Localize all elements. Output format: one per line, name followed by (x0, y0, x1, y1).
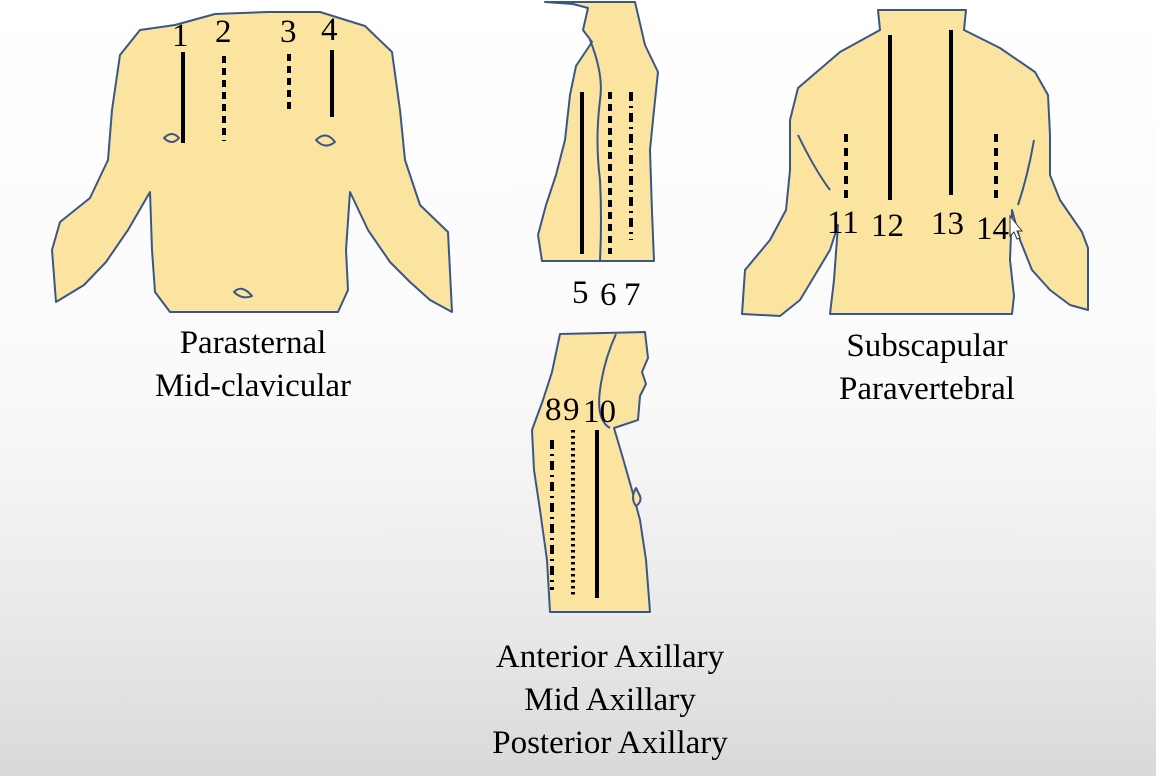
caption-subscapular: Subscapular (846, 328, 1008, 364)
back-right-arm-contour (1017, 139, 1035, 206)
label-4: 4 (321, 12, 338, 48)
label-11: 11 (827, 205, 859, 241)
label-9: 9 (563, 392, 580, 428)
label-6: 6 (600, 277, 617, 313)
side-left-outline (531, 331, 651, 613)
caption-posterior-axillary: Posterior Axillary (492, 725, 728, 761)
caption-mid-axillary: Mid Axillary (524, 682, 696, 718)
label-14: 14 (976, 211, 1009, 247)
back-left-arm-contour (797, 134, 831, 191)
label-3: 3 (280, 14, 297, 50)
side-caption: Anterior Axillary Mid Axillary Posterior… (460, 636, 760, 765)
label-12: 12 (871, 208, 904, 244)
back-caption: Subscapular Paravertebral (812, 325, 1042, 411)
side-view-left: 8 9 10 (531, 331, 651, 613)
label-7: 7 (624, 277, 641, 313)
caption-anterior-axillary: Anterior Axillary (495, 639, 725, 675)
label-2: 2 (215, 14, 232, 50)
caption-mid-clavicular: Mid-clavicular (154, 368, 352, 404)
back-torso: 11 12 13 14 (741, 9, 1089, 317)
label-8: 8 (545, 392, 562, 428)
back-torso-outline (741, 9, 1089, 317)
mouse-cursor-icon (1009, 214, 1024, 240)
label-1: 1 (172, 18, 189, 54)
front-caption: Parasternal Mid-clavicular (128, 322, 378, 408)
side-left-front-contour (598, 333, 617, 429)
side-right-back-contour (589, 39, 602, 261)
label-5: 5 (572, 275, 589, 311)
label-10: 10 (583, 394, 616, 430)
side-view-right: 5 6 7 (537, 1, 659, 313)
side-left-nipple (632, 487, 642, 507)
left-nipple (163, 133, 180, 143)
front-torso-outline (51, 11, 453, 313)
right-nipple (315, 134, 336, 147)
caption-paravertebral: Paravertebral (839, 371, 1015, 407)
navel (233, 287, 253, 299)
front-torso: 1 2 3 4 (51, 11, 453, 313)
caption-parasternal: Parasternal (179, 325, 327, 361)
label-13: 13 (931, 206, 964, 242)
